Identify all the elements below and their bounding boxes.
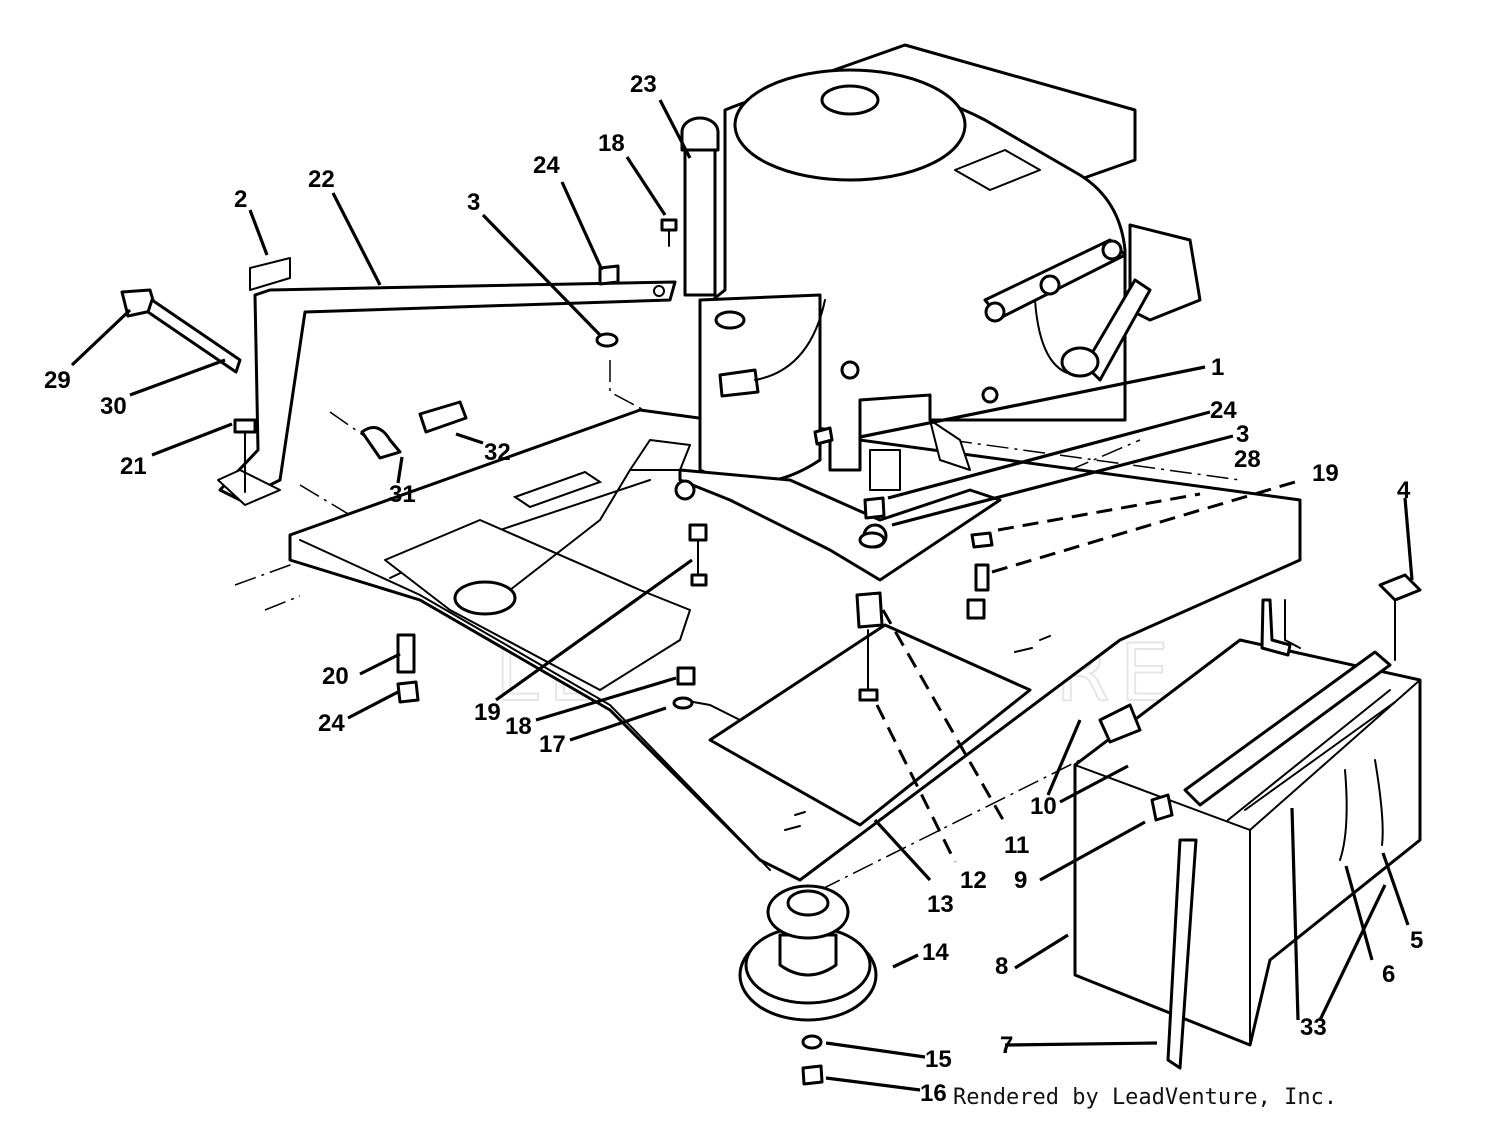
nut-28	[970, 531, 994, 549]
engine-pulley	[738, 884, 878, 1086]
callout-14: 14	[922, 939, 949, 966]
callout-1: 1	[1211, 354, 1224, 381]
callout-19: 19	[1312, 460, 1339, 487]
callout-33: 33	[1300, 1014, 1327, 1041]
nut-24b	[863, 496, 886, 520]
hold-down-bracket	[1260, 598, 1292, 657]
wing-nut-4	[1378, 573, 1422, 602]
callout-23: 23	[630, 71, 657, 98]
callout-24: 24	[533, 152, 560, 179]
callout-15: 15	[925, 1046, 952, 1073]
callout-9: 9	[1014, 867, 1027, 894]
callout-17: 17	[539, 731, 566, 758]
spacer-20	[396, 633, 416, 674]
bolt-21	[233, 418, 257, 434]
wing-nut-10	[1098, 703, 1142, 744]
bolt-9	[1150, 793, 1174, 822]
fitting-32	[418, 400, 468, 434]
callout-21: 21	[120, 453, 147, 480]
spacer-19a	[974, 563, 990, 592]
callout-32: 32	[484, 439, 511, 466]
callout-16: 16	[920, 1080, 947, 1107]
callout-30: 30	[100, 393, 127, 420]
credit-text: Rendered by LeadVenture, Inc.	[953, 1085, 1338, 1110]
callout-5: 5	[1410, 927, 1423, 954]
callout-8: 8	[995, 953, 1008, 980]
bolt-1	[813, 426, 834, 446]
callout-labels: 23 18 24 3 22 2 29 30 21 31 32 1 24 3 28…	[44, 71, 1423, 1107]
callout-2: 2	[234, 186, 247, 213]
fasteners	[120, 218, 994, 721]
nut-24a	[598, 264, 620, 286]
engine	[674, 43, 1202, 582]
callout-24: 24	[318, 710, 345, 737]
callout-28: 28	[1234, 446, 1261, 473]
washer-15	[801, 1034, 823, 1050]
callout-3: 3	[1236, 421, 1249, 448]
callout-13: 13	[927, 891, 954, 918]
callout-18: 18	[598, 130, 625, 157]
callout-6: 6	[1382, 961, 1395, 988]
chassis-frame	[288, 408, 1302, 882]
callout-11: 11	[1004, 832, 1029, 859]
bolt-12	[858, 688, 879, 702]
callout-22: 22	[308, 166, 335, 193]
callout-3: 3	[467, 189, 480, 216]
washer-3b	[858, 531, 886, 549]
callout-20: 20	[322, 663, 349, 690]
callout-7: 7	[1000, 1032, 1013, 1059]
leader-lines	[70, 99, 1414, 1092]
bolt-18b	[676, 666, 696, 686]
bolt-19a	[966, 598, 986, 620]
callout-29: 29	[44, 367, 71, 394]
bolt-16	[801, 1064, 824, 1086]
washer-17	[672, 696, 694, 710]
washer-3a	[595, 332, 619, 348]
dipstick-tube	[680, 116, 720, 297]
callout-18: 18	[505, 713, 532, 740]
callout-10: 10	[1030, 793, 1057, 820]
throttle-bracket	[217, 257, 677, 506]
callout-19: 19	[474, 699, 501, 726]
assembly-lines	[875, 480, 1296, 863]
rod-30	[146, 298, 242, 374]
elbow-31	[360, 426, 402, 460]
bolt-19b	[688, 523, 708, 542]
callout-12: 12	[960, 867, 987, 894]
bolt-18a	[660, 218, 678, 232]
nut-24c	[396, 680, 420, 704]
spacer-11	[855, 591, 884, 629]
callout-24: 24	[1210, 397, 1237, 424]
battery	[1073, 573, 1422, 1070]
callout-31: 31	[389, 481, 416, 508]
callout-4: 4	[1397, 477, 1411, 504]
battery-rod-7	[1166, 838, 1198, 1070]
